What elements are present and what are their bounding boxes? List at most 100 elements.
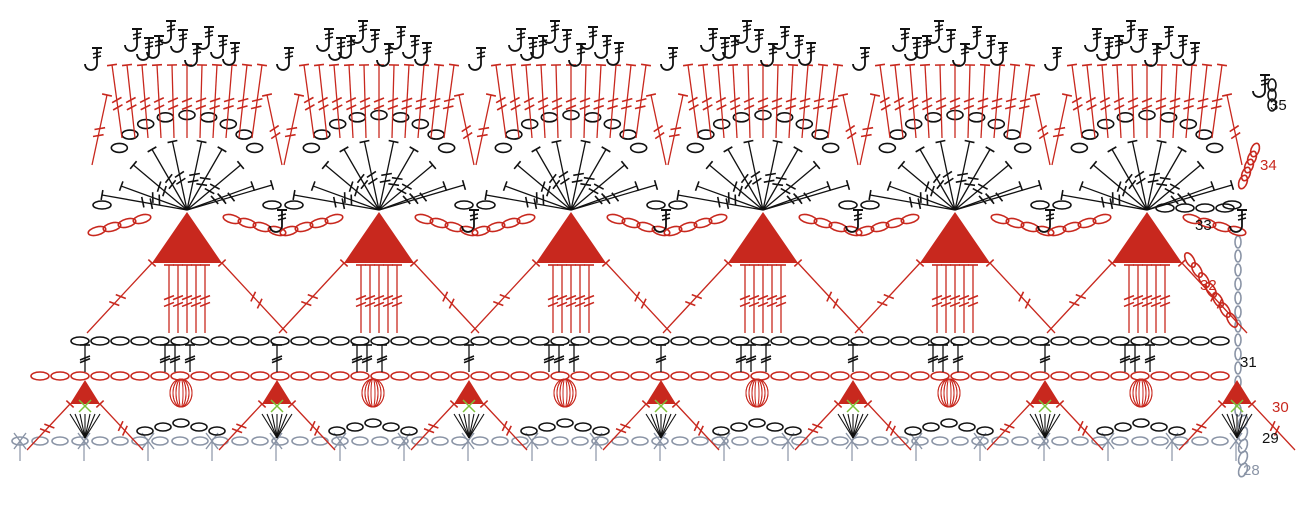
stitch-bar <box>1273 425 1280 436</box>
stitch-stem <box>238 64 248 139</box>
chain-icon <box>1030 336 1050 346</box>
stitch-bar <box>799 104 810 110</box>
stitch-bar <box>140 104 151 111</box>
stitch-bar <box>1039 357 1051 364</box>
chain-icon <box>538 422 556 432</box>
chain-icon <box>550 371 570 381</box>
stitch-cap <box>727 63 739 67</box>
bobble-loop <box>178 378 184 408</box>
fan-icon <box>645 413 677 439</box>
stitch-stem <box>221 262 288 334</box>
chain-icon <box>364 418 382 428</box>
picot-icon <box>1044 47 1062 71</box>
chain-icon <box>1183 251 1197 269</box>
chain-icon <box>87 225 107 237</box>
hook-bar <box>1126 28 1136 32</box>
picot-icon <box>376 43 394 67</box>
stitch-bar <box>359 97 371 103</box>
picot-icon <box>700 28 718 52</box>
chain-icon <box>991 436 1009 446</box>
hook-bar <box>469 213 479 217</box>
hook-bar <box>358 28 368 32</box>
hook-bar <box>516 32 526 36</box>
picot-icon <box>388 26 406 50</box>
stitch-bar <box>655 357 667 364</box>
round-label-33: 33 <box>1195 217 1212 234</box>
double-crochet-icon <box>136 63 151 139</box>
double-crochet-icon <box>261 93 283 166</box>
stitch-bar <box>1159 301 1171 308</box>
chain-icon <box>730 422 748 432</box>
double-crochet-icon <box>373 64 385 138</box>
hook-curve <box>210 36 224 59</box>
stitch-cap <box>1201 63 1213 67</box>
shell-icon <box>1052 109 1242 211</box>
stitch-bar <box>367 177 378 185</box>
chain-icon <box>470 336 490 346</box>
chain-icon <box>1267 78 1277 92</box>
stitch-bar <box>607 97 619 103</box>
stitch-cap <box>100 189 104 201</box>
stitch-cap <box>817 63 829 67</box>
stitch-bar <box>300 300 312 307</box>
stitch-bar <box>1155 104 1167 110</box>
bobble-loop <box>1132 378 1150 408</box>
chain-icon <box>324 213 344 225</box>
hook-bar <box>946 37 956 41</box>
stitch-bar <box>1135 177 1146 185</box>
chain-icon <box>712 118 731 130</box>
stitch-bar <box>670 126 682 131</box>
hook-curve <box>542 21 556 44</box>
hook-curve <box>124 29 138 52</box>
stitch-bar <box>568 355 580 361</box>
chain-icon <box>838 200 858 210</box>
stitch-bar <box>401 104 413 110</box>
picot-icon <box>653 209 671 233</box>
bobble-loop <box>556 378 574 408</box>
stitch-bar <box>387 104 399 110</box>
stitch-bar <box>885 420 892 432</box>
stitch-stem <box>986 403 1031 451</box>
double-crochet-icon <box>26 400 75 451</box>
chain-icon <box>1234 249 1242 263</box>
stitch-bar <box>908 104 919 111</box>
stitch-bar <box>745 355 757 361</box>
fan-spoke <box>852 413 869 439</box>
stitch-cap <box>211 63 223 67</box>
stitch-bar <box>1141 104 1153 111</box>
stitch-bar <box>748 294 760 301</box>
chain-icon <box>770 336 790 346</box>
stitch-bar <box>553 355 565 361</box>
single-crochet-icon <box>461 432 475 461</box>
cluster-icon <box>262 380 292 404</box>
stitch-bar <box>509 96 520 104</box>
chain-icon <box>900 213 920 225</box>
hook-bar <box>986 39 996 43</box>
chain-icon <box>710 336 730 346</box>
hook-curve <box>1096 38 1110 61</box>
double-crochet-icon <box>1196 63 1213 139</box>
chain-icon <box>130 371 150 381</box>
stitch-stem <box>324 164 380 211</box>
chain-icon <box>1096 426 1114 436</box>
chain-icon <box>606 213 626 225</box>
hook-curve <box>852 48 866 71</box>
stitch-bar <box>687 96 698 104</box>
stitch-bar <box>1183 97 1195 103</box>
hook-curve <box>1144 44 1158 67</box>
chain-icon <box>309 217 329 229</box>
double-crochet-icon <box>1029 93 1051 166</box>
hook-bar <box>972 30 982 34</box>
stitch-stem <box>126 64 136 139</box>
chain-icon <box>231 436 249 446</box>
chain-icon <box>290 371 310 381</box>
stitch-bar <box>1086 104 1097 111</box>
stitch-cap <box>433 63 445 67</box>
hook-bar <box>218 43 228 47</box>
picot-icon <box>798 42 816 66</box>
stitch-bar <box>1018 291 1025 302</box>
hook-bar <box>806 46 816 50</box>
picot-icon <box>350 20 368 44</box>
hook-curve <box>952 44 966 67</box>
